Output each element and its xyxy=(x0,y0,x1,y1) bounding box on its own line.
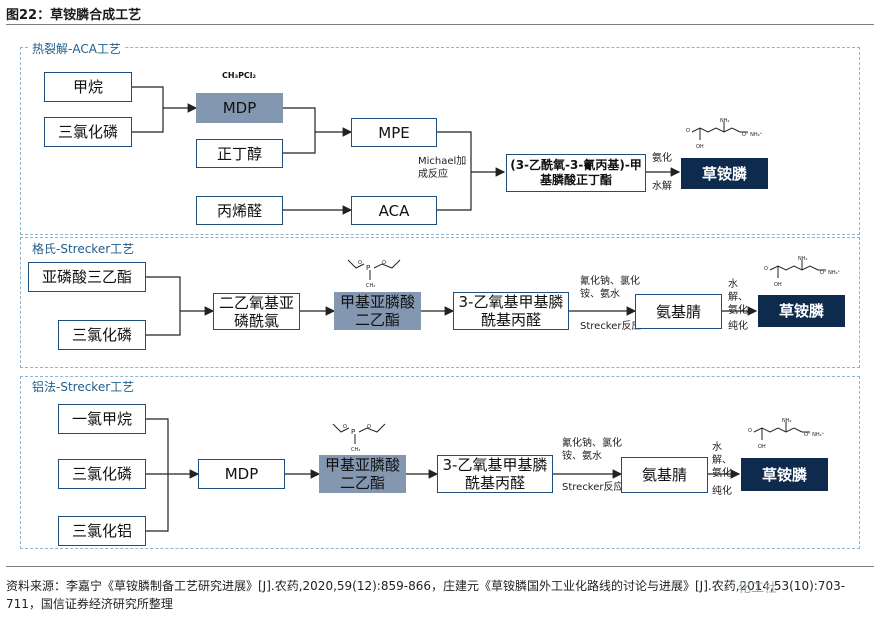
mdep-structure-icon-2: P O O CH₃ xyxy=(332,423,386,452)
box-mdep-3: 甲基亚膦酸二乙酯 xyxy=(319,455,406,493)
svg-text:P: P xyxy=(366,264,370,272)
label-hydrolysis: 水解 xyxy=(652,181,672,192)
section-title-aluminum-strecker: 铝法-Strecker工艺 xyxy=(30,378,137,395)
label-purify-3: 纯化 xyxy=(712,486,732,497)
svg-text:O⁻ NH₄⁺: O⁻ NH₄⁺ xyxy=(820,270,841,276)
svg-text:O: O xyxy=(367,424,371,430)
box-pcl3-2: 三氯化磷 xyxy=(58,320,146,350)
box-alcl3: 三氯化铝 xyxy=(58,516,146,546)
svg-text:O: O xyxy=(748,428,752,434)
box-chloro: 二乙氧基亚磷酰氯 xyxy=(213,293,300,330)
box-mdp-3: MDP xyxy=(198,459,285,489)
box-product-3: 草铵膦 xyxy=(741,458,828,491)
formula-ch3pcl2: CH₃PCl₂ xyxy=(222,71,257,80)
label-hydrolysis-3: 水解、氨化 xyxy=(712,442,732,479)
label-strecker-2: Strecker反应 xyxy=(580,321,642,332)
source-note: 资料来源：李嘉宁《草铵膦制备工艺研究进展》[J].农药,2020,59(12):… xyxy=(6,579,846,611)
label-strecker-3: Strecker反应 xyxy=(562,482,624,493)
svg-text:NH₂: NH₂ xyxy=(798,256,808,262)
svg-text:CH₃: CH₃ xyxy=(366,283,375,288)
source-rule xyxy=(6,566,874,567)
box-aminonitrile-3: 氨基腈 xyxy=(621,457,708,493)
box-product-2: 草铵膦 xyxy=(758,295,845,327)
svg-text:O: O xyxy=(686,128,690,134)
box-mdep: 甲基亚膦酸二乙酯 xyxy=(334,292,421,330)
box-chloromethane: 一氯甲烷 xyxy=(58,404,146,434)
svg-text:OH: OH xyxy=(758,444,766,450)
section-thermal-aca xyxy=(20,47,860,235)
svg-text:O⁻ NH₄⁺: O⁻ NH₄⁺ xyxy=(804,432,825,438)
svg-text:P: P xyxy=(351,428,355,436)
box-aldehyde: 3-乙氧基甲基膦酰基丙醛 xyxy=(453,292,569,330)
box-aca: ACA xyxy=(351,196,437,225)
section-title-grignard-strecker: 格氏-Strecker工艺 xyxy=(30,240,137,257)
glufosinate-structure-icon-2: O OH NH₂ O⁻ NH₄⁺ xyxy=(764,256,841,288)
label-amination: 氨化 xyxy=(652,153,672,164)
svg-text:O: O xyxy=(382,260,386,266)
box-mpe: MPE xyxy=(351,118,437,147)
label-reagents-3: 氰化钠、氯化铵、氨水 xyxy=(562,438,622,462)
svg-text:CH₃: CH₃ xyxy=(351,447,360,452)
box-product-1: 草铵膦 xyxy=(681,158,768,189)
svg-text:O: O xyxy=(358,260,362,266)
label-hydrolysis-2: 水解、氨化 xyxy=(728,279,748,316)
box-butanol: 正丁醇 xyxy=(196,139,283,168)
box-acrolein: 丙烯醛 xyxy=(196,196,283,225)
box-aldehyde-3: 3-乙氧基甲基膦酰基丙醛 xyxy=(437,455,553,493)
box-pcl3-3: 三氯化磷 xyxy=(58,459,146,489)
svg-text:OH: OH xyxy=(696,144,704,150)
section-grignard-strecker xyxy=(20,237,860,368)
svg-text:O: O xyxy=(343,424,347,430)
svg-text:OH: OH xyxy=(774,282,782,288)
box-aminonitrile: 氨基腈 xyxy=(635,294,722,329)
mdep-structure-icon-1: P O O CH₃ xyxy=(347,259,401,288)
label-purify-2: 纯化 xyxy=(728,321,748,332)
svg-text:NH₂: NH₂ xyxy=(782,418,792,424)
box-pcl3: 三氯化磷 xyxy=(44,117,132,147)
box-mdp: MDP xyxy=(196,93,283,123)
box-methane: 甲烷 xyxy=(44,72,132,102)
watermark: 化工社 xyxy=(738,581,778,596)
svg-text:O: O xyxy=(764,266,768,272)
label-michael: Michael加成反应 xyxy=(418,156,467,180)
label-reagents-2: 氰化钠、氯化铵、氨水 xyxy=(580,276,640,300)
box-intermediate: (3-乙酰氧-3-氰丙基)-甲基膦酸正丁酯 xyxy=(506,154,646,192)
section-title-thermal-aca: 热裂解-ACA工艺 xyxy=(30,40,123,57)
glufosinate-structure-icon-3: O OH NH₂ O⁻ NH₄⁺ xyxy=(748,418,825,450)
svg-text:NH₂: NH₂ xyxy=(720,118,730,124)
box-triethyl-phosphite: 亚磷酸三乙酯 xyxy=(28,262,146,292)
section-aluminum-strecker xyxy=(20,376,860,549)
svg-text:O⁻ NH₄⁺: O⁻ NH₄⁺ xyxy=(742,132,763,138)
figure-title: 图22：草铵膦合成工艺 xyxy=(6,8,142,23)
glufosinate-structure-icon: O OH NH₂ O⁻ NH₄⁺ xyxy=(686,118,763,150)
title-rule xyxy=(6,24,874,25)
